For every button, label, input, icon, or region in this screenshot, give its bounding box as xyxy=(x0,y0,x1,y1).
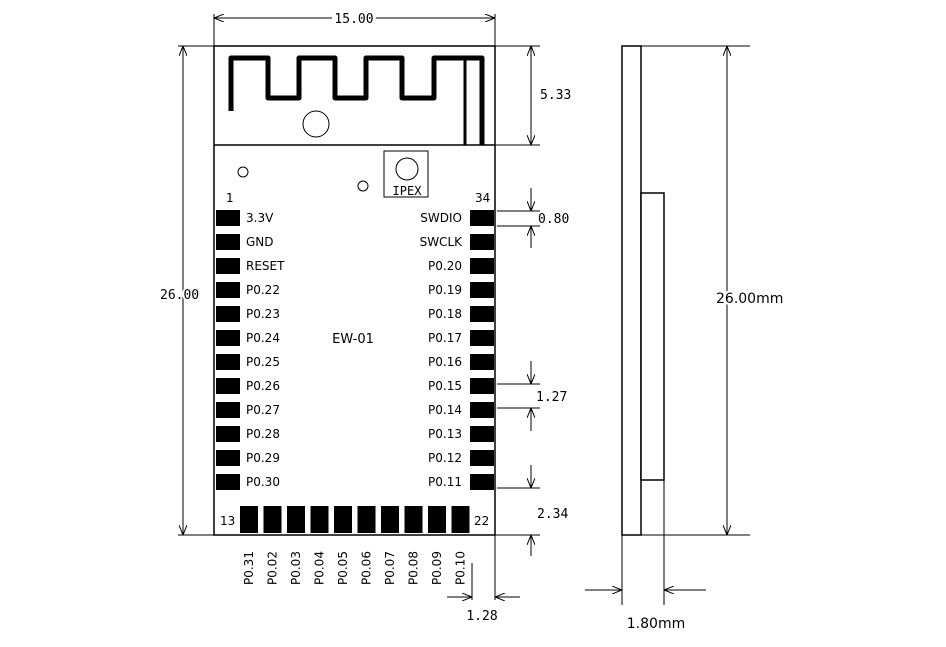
bottom-pin-label: P0.02 xyxy=(266,551,280,585)
left-pin-label: P0.27 xyxy=(246,403,280,417)
bottom-pin-pad xyxy=(381,506,399,533)
left-pin-pad xyxy=(216,450,240,466)
right-pin-pad xyxy=(470,426,494,442)
left-pin-label: P0.23 xyxy=(246,307,280,321)
left-pin-pad xyxy=(216,306,240,322)
ipex-label: IPEX xyxy=(393,184,423,198)
right-pin-label: P0.15 xyxy=(428,379,462,393)
right-pin-label: SWCLK xyxy=(420,235,464,249)
bottom-pin-pad xyxy=(310,506,329,533)
bottom-pin-label: P0.03 xyxy=(289,551,303,585)
bottom-pin-label: P0.05 xyxy=(336,551,350,585)
pin-pitch-dim: 1.27 xyxy=(536,390,567,405)
left-pin-label: RESET xyxy=(246,259,285,273)
left-pin-label: P0.22 xyxy=(246,283,280,297)
fiducial-hole xyxy=(357,180,369,192)
bottom-pin-label: P0.07 xyxy=(383,551,397,585)
right-pin-pad xyxy=(470,450,494,466)
bottom-pin-pad xyxy=(357,506,376,533)
left-pin-label: P0.25 xyxy=(246,355,280,369)
ipex-connector xyxy=(383,150,429,198)
thickness-dim: 1.80mm xyxy=(627,616,685,632)
fiducial-hole xyxy=(237,166,249,178)
right-pin-label: P0.17 xyxy=(428,331,462,345)
left-pin-label: GND xyxy=(246,235,274,249)
right-pin-pad xyxy=(470,306,494,322)
left-pin-label: P0.29 xyxy=(246,451,280,465)
pin-number-1: 1 xyxy=(226,191,234,205)
module-outline xyxy=(213,45,496,536)
side-view-board xyxy=(621,45,642,536)
right-pin-pad xyxy=(470,210,494,226)
bottom-pin-pad xyxy=(451,506,470,533)
bottom-edge-dim: 1.28 xyxy=(466,609,497,624)
right-pin-label: P0.11 xyxy=(428,475,462,489)
height-dim: 26.00 xyxy=(160,288,199,303)
bottom-pin-pad xyxy=(334,506,352,533)
pin-number-13: 13 xyxy=(220,514,235,528)
right-pin-label: P0.20 xyxy=(428,259,462,273)
right-pin-label: P0.18 xyxy=(428,307,462,321)
left-pin-label: P0.26 xyxy=(246,379,280,393)
right-pin-pad xyxy=(470,378,494,394)
right-pin-label: P0.16 xyxy=(428,355,462,369)
left-pin-pad xyxy=(216,282,240,298)
right-pin-pad xyxy=(470,402,494,418)
left-pin-pad xyxy=(216,426,240,442)
left-pin-label: P0.24 xyxy=(246,331,280,345)
mounting-hole xyxy=(302,110,330,138)
pin-width-dim: 0.80 xyxy=(538,212,569,227)
left-pin-pad xyxy=(216,210,240,226)
left-pin-pad xyxy=(216,330,240,346)
side-view-shield xyxy=(640,192,665,481)
pcb-antenna-trace xyxy=(228,55,485,145)
left-pin-pad xyxy=(216,402,240,418)
bottom-pin-label: P0.04 xyxy=(313,551,327,585)
left-pin-pad xyxy=(216,258,240,274)
pin-number-22: 22 xyxy=(474,514,489,528)
module-name: EW-01 xyxy=(332,332,374,347)
bottom-pin-pad xyxy=(240,506,258,533)
bottom-pin-pad xyxy=(428,506,446,533)
ipex-circle xyxy=(395,157,419,181)
right-pin-label: P0.13 xyxy=(428,427,462,441)
antenna-height-dim: 5.33 xyxy=(540,88,571,103)
right-pin-label: SWDIO xyxy=(420,211,462,225)
right-pin-label: P0.19 xyxy=(428,283,462,297)
right-pin-pad xyxy=(470,258,494,274)
pin-number-34: 34 xyxy=(475,191,490,205)
bottom-row-dim: 2.34 xyxy=(537,507,568,522)
right-pin-pad xyxy=(470,474,494,490)
width-dim: 15.00 xyxy=(334,12,373,27)
pins: 3.3VGNDRESETP0.22P0.23P0.24P0.25P0.26P0.… xyxy=(216,210,494,585)
bottom-pin-pad xyxy=(263,506,282,533)
left-pin-pad xyxy=(216,354,240,370)
right-pin-label: P0.14 xyxy=(428,403,462,417)
side-height-dim: 26.00mm xyxy=(716,291,783,307)
bottom-pin-label: P0.06 xyxy=(360,551,374,585)
left-pin-pad xyxy=(216,378,240,394)
bottom-pin-label: P0.10 xyxy=(454,551,468,585)
right-pin-label: P0.12 xyxy=(428,451,462,465)
bottom-pin-label: P0.09 xyxy=(430,551,444,585)
left-pin-label: P0.28 xyxy=(246,427,280,441)
bottom-pin-label: P0.31 xyxy=(242,551,256,585)
left-pin-label: 3.3V xyxy=(246,211,274,225)
right-pin-pad xyxy=(470,282,494,298)
right-pin-pad xyxy=(470,354,494,370)
bottom-pin-pad xyxy=(287,506,305,533)
right-pin-pad xyxy=(470,234,494,250)
left-pin-pad xyxy=(216,234,240,250)
left-pin-pad xyxy=(216,474,240,490)
bottom-pin-label: P0.08 xyxy=(407,551,421,585)
bottom-pin-pad xyxy=(404,506,423,533)
left-pin-label: P0.30 xyxy=(246,475,280,489)
right-pin-pad xyxy=(470,330,494,346)
